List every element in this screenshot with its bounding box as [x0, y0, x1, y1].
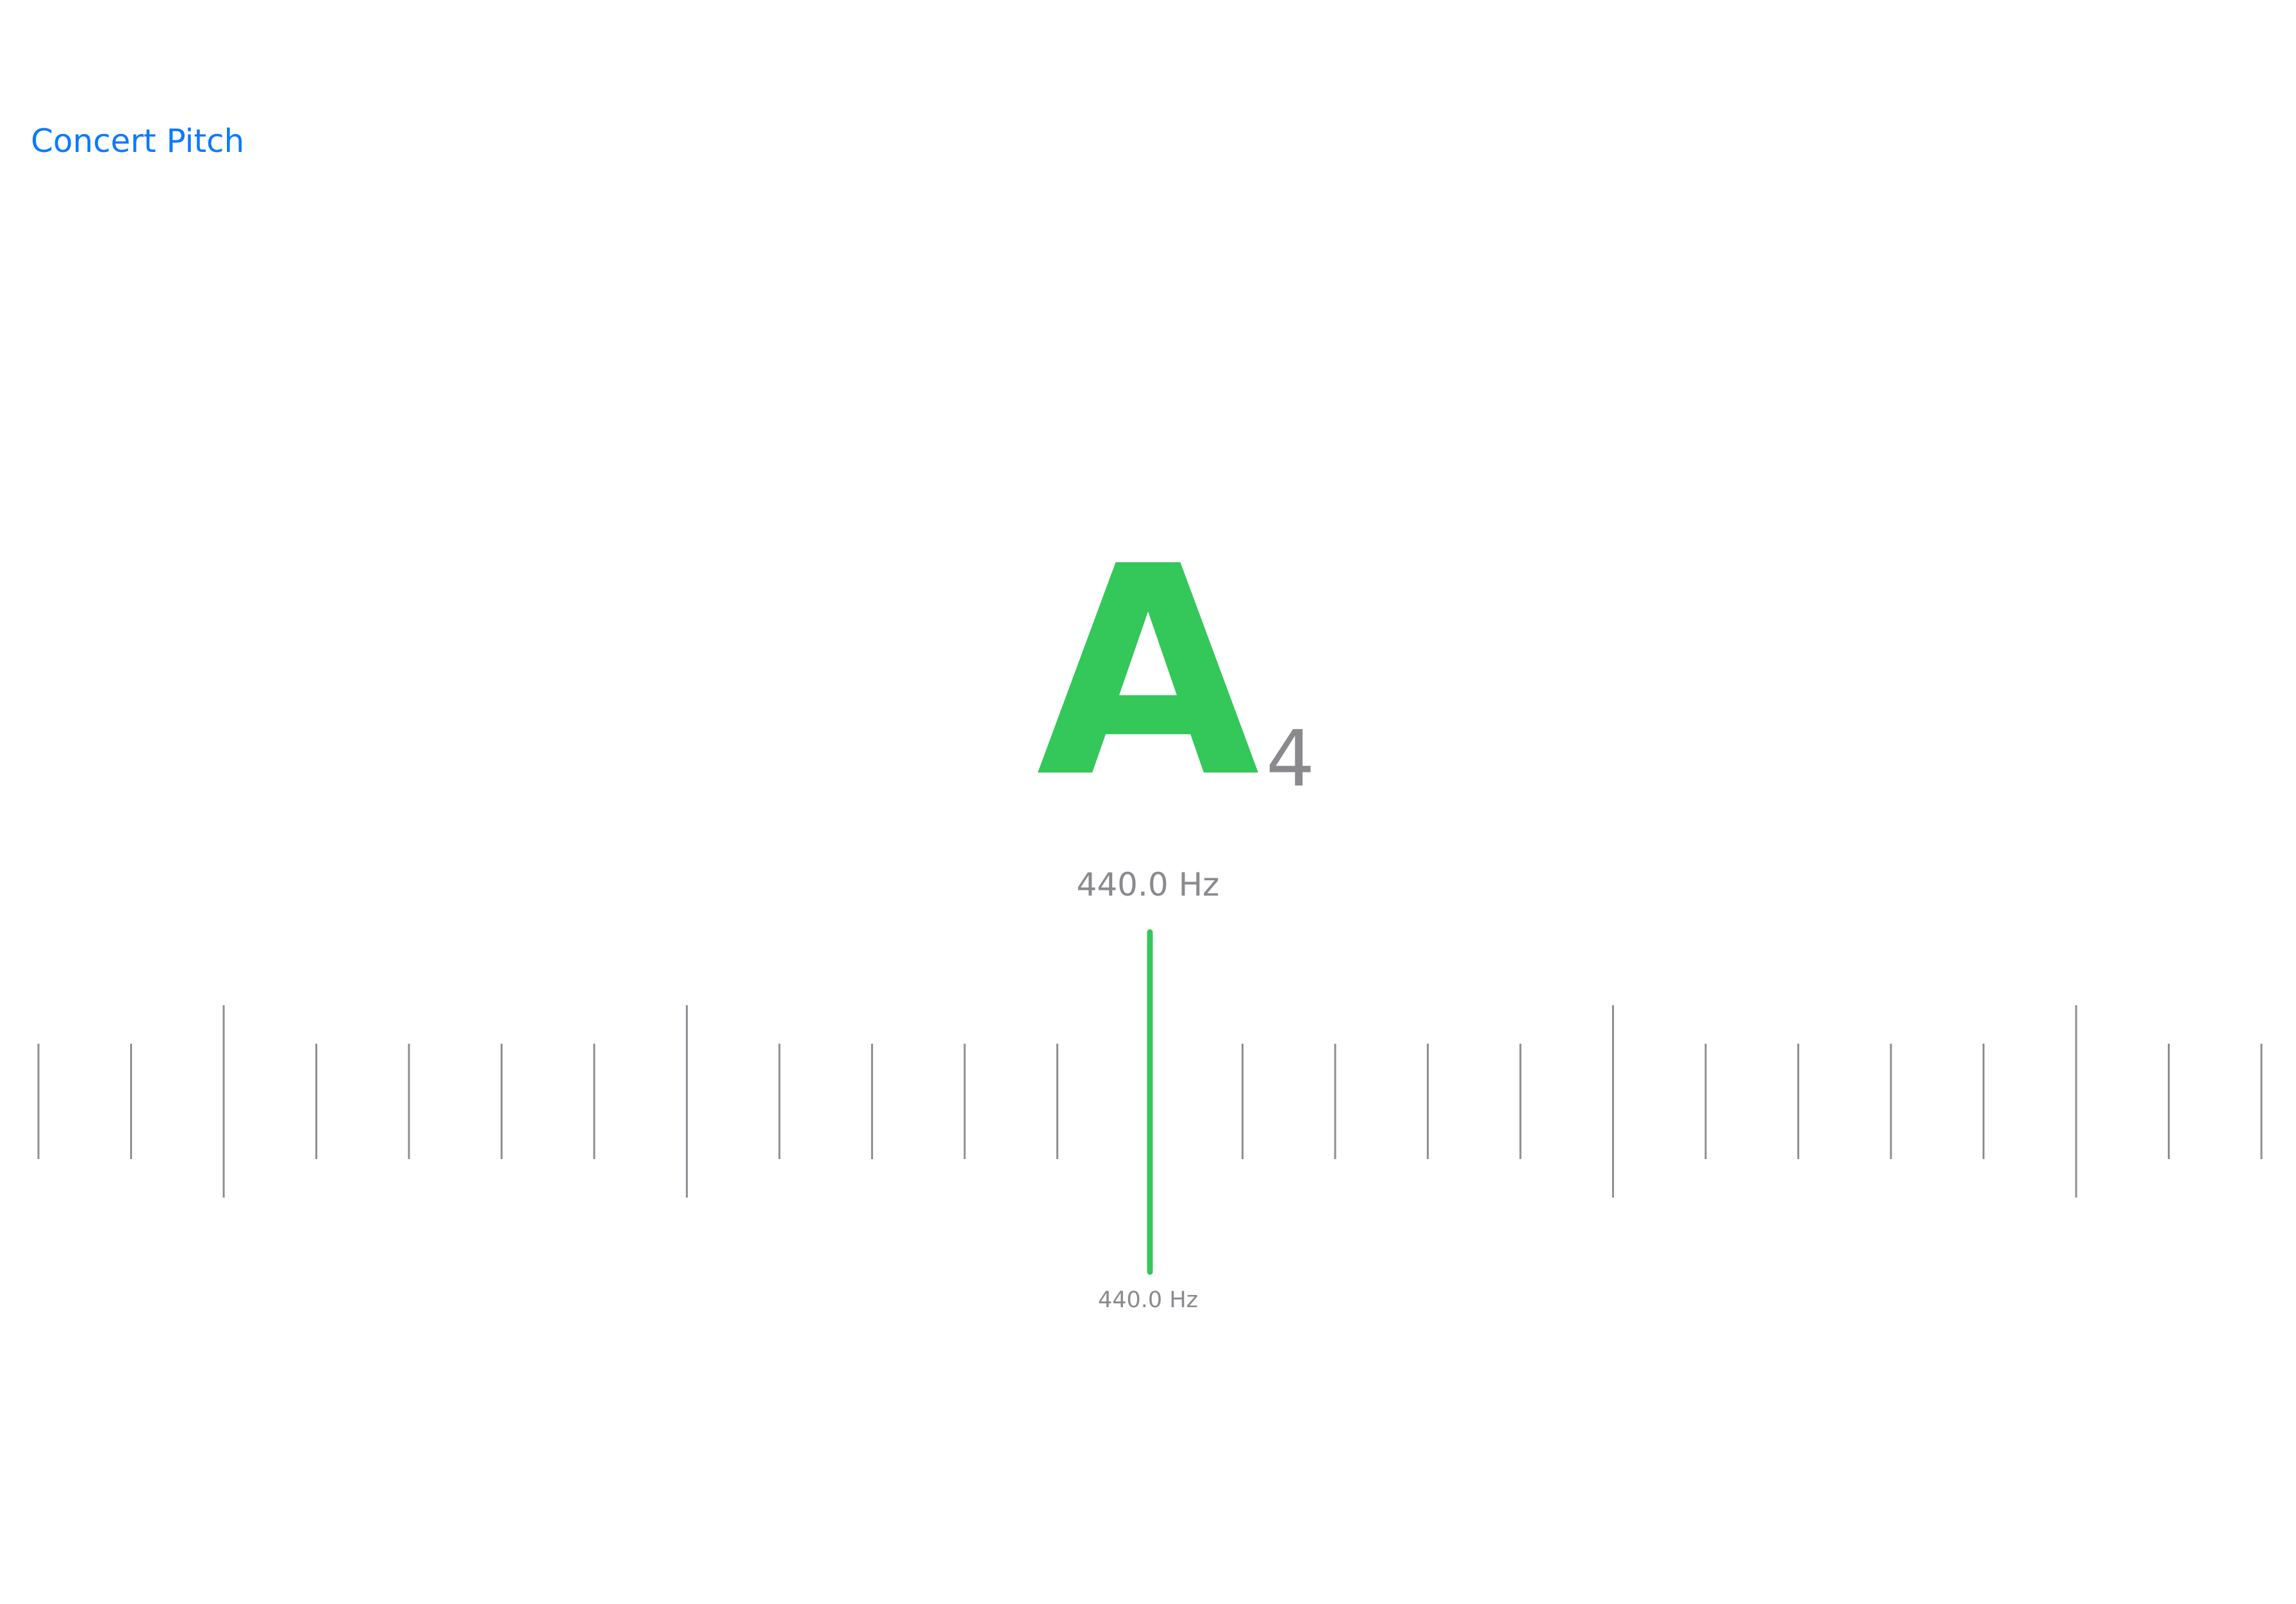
note-display: A 4 — [0, 505, 2296, 841]
frequency-readout: 440.0 Hz — [1076, 866, 1220, 903]
needle-frequency-label: 440.0 Hz — [1097, 1287, 1199, 1313]
note-octave: 4 — [1266, 715, 1315, 804]
note-letter: A — [1036, 505, 1260, 841]
concert-pitch-button[interactable]: Concert Pitch — [31, 122, 245, 160]
ruler-ticks — [37, 1005, 2263, 1198]
tuning-ruler — [37, 929, 2263, 1275]
